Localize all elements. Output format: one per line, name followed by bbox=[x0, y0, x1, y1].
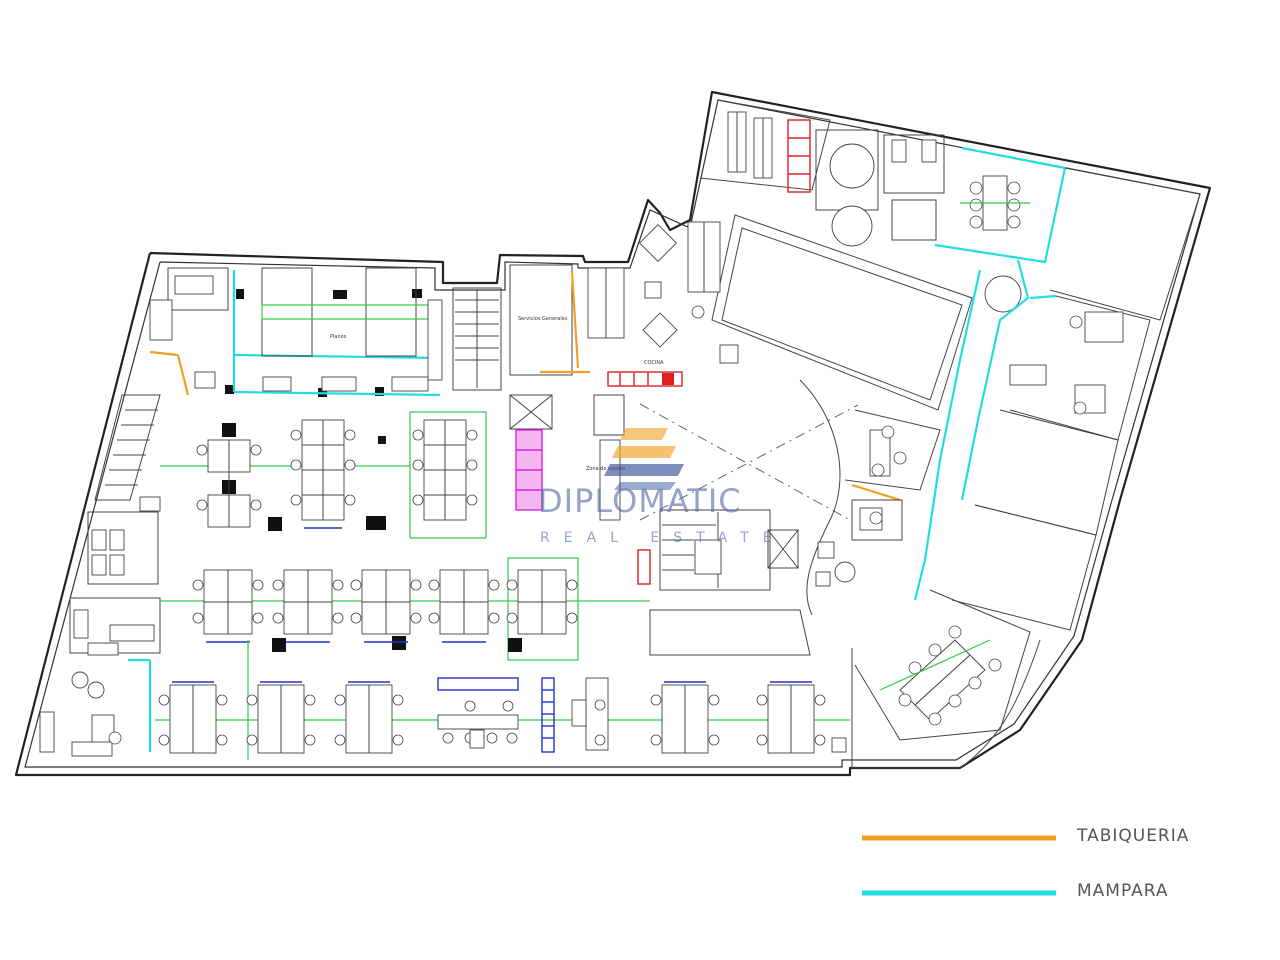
meeting-room-bottom bbox=[854, 589, 1031, 741]
desk-cluster-o bbox=[756, 681, 826, 754]
office-r2 bbox=[844, 409, 941, 541]
bottom-left-office bbox=[39, 658, 152, 757]
office-r1 bbox=[1009, 295, 1151, 441]
legend-item-tabiqueria: TABIQUERIA bbox=[862, 826, 1189, 846]
desk-cluster-d bbox=[192, 569, 264, 643]
desk-cluster-h bbox=[506, 569, 578, 635]
reception-curve bbox=[799, 379, 856, 616]
desk-cluster-f bbox=[350, 569, 422, 643]
left-stairs bbox=[94, 394, 161, 501]
right-rooms bbox=[699, 99, 1201, 769]
atrium bbox=[639, 214, 973, 521]
desk-cluster-k bbox=[334, 681, 404, 754]
watermark-logo: DIPLOMATIC REAL ESTATE bbox=[538, 428, 786, 546]
meeting-room-top bbox=[934, 146, 1067, 264]
desk-cluster-m bbox=[571, 677, 609, 751]
legend-item-mampara: MAMPARA bbox=[862, 881, 1169, 901]
central-core: Servicios Generales Zona de espera bbox=[452, 264, 811, 656]
desk-cluster-j bbox=[246, 681, 316, 754]
legend-label-tabiqueria: TABIQUERIA bbox=[1076, 826, 1189, 846]
desk-cluster-b bbox=[290, 419, 356, 529]
desk-cluster-c bbox=[409, 411, 487, 539]
kitchen: COCINA bbox=[587, 223, 683, 387]
desk-cluster-n bbox=[650, 681, 720, 754]
storage-column bbox=[541, 677, 555, 753]
room-label-servicios: Servicios Generales bbox=[518, 316, 568, 322]
room-label-planos: Planos bbox=[330, 334, 347, 340]
corridor-right bbox=[913, 259, 1057, 601]
outer-walls bbox=[14, 90, 1212, 777]
room-label-espera: Zona de espera bbox=[586, 466, 625, 472]
desk-cluster-g bbox=[428, 569, 500, 643]
legend: TABIQUERIA MAMPARA bbox=[862, 826, 1189, 901]
room-label-cocina: COCINA bbox=[644, 360, 664, 366]
watermark-tagline: REAL ESTATE bbox=[540, 530, 786, 546]
workstations-row-2 bbox=[160, 557, 650, 661]
watermark-name: DIPLOMATIC bbox=[538, 482, 742, 520]
left-restrooms bbox=[69, 496, 161, 656]
desk-cluster-e bbox=[272, 569, 344, 643]
desk-cluster-a bbox=[196, 439, 262, 528]
workstations-row-1 bbox=[160, 411, 487, 539]
left-upper-office: Planos bbox=[149, 267, 443, 397]
workstations-row-3 bbox=[155, 640, 850, 760]
desk-cluster-l bbox=[437, 677, 519, 749]
kitchen-table-2 bbox=[642, 312, 678, 348]
desk-cluster-i bbox=[158, 681, 228, 754]
kitchen-table-1 bbox=[638, 223, 678, 263]
legend-label-mampara: MAMPARA bbox=[1077, 881, 1169, 901]
